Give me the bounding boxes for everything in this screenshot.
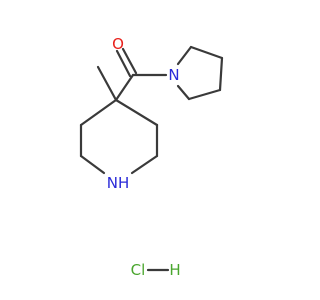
bond-ca-cb: [189, 45, 224, 60]
bond-cc-cd: [187, 88, 222, 101]
bond-n-ca: [176, 45, 193, 66]
chlorine-atom: Cl: [131, 261, 146, 279]
molecule-structure: O N NH Cl H: [79, 35, 224, 279]
bond-carbonyl-oxygen-2: [121, 47, 138, 75]
bond-c4-carbonyl: [114, 73, 135, 102]
bond-c4-c3a: [114, 98, 159, 127]
bond-carbonyl-oxygen-1: [115, 49, 132, 78]
bonds: [79, 45, 224, 272]
bond-c4-methyl: [96, 65, 118, 102]
bond-c3b-c4: [79, 98, 118, 127]
bond-cb-cc: [218, 56, 224, 92]
bond-c2a-n: [130, 154, 159, 175]
hydrogen-atom: H: [169, 261, 180, 279]
bond-n-c2b: [79, 154, 106, 175]
amide-nitrogen-atom: N: [168, 66, 179, 84]
piperidine-nh-atom: NH: [107, 174, 130, 192]
atoms: O N NH Cl H: [107, 35, 181, 279]
oxygen-atom: O: [112, 35, 124, 53]
bond-cd-n: [176, 84, 191, 101]
